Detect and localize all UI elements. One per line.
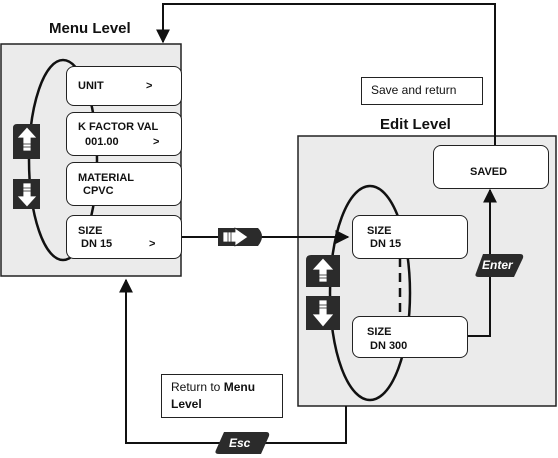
saved-box: SAVED bbox=[433, 145, 549, 189]
menu-item-value: DN 15 bbox=[81, 238, 113, 250]
edit-option-value: DN 15 bbox=[370, 238, 402, 250]
return-note-prefix: Return to bbox=[171, 380, 224, 394]
menu-item-material[interactable]: MATERIAL CPVC bbox=[66, 162, 182, 206]
edit-option-value: DN 300 bbox=[370, 340, 408, 352]
edit-option-label: SIZE bbox=[367, 326, 392, 338]
edit-option-dn15[interactable]: SIZE DN 15 bbox=[352, 215, 468, 259]
saved-label: SAVED bbox=[470, 166, 508, 178]
menu-item-value: 001.00 bbox=[85, 136, 119, 148]
menu-item-k-factor[interactable]: K FACTOR VAL 001.00 > bbox=[66, 112, 182, 156]
menu-item-size[interactable]: SIZE DN 15 > bbox=[66, 215, 182, 259]
esc-key-icon[interactable] bbox=[215, 432, 270, 454]
edit-option-label: SIZE bbox=[367, 225, 392, 237]
return-note-line2: Level bbox=[171, 397, 202, 411]
menu-item-label: K FACTOR VAL bbox=[78, 121, 159, 133]
save-and-return-note: Save and return bbox=[361, 77, 483, 105]
menu-item-label: SIZE bbox=[78, 225, 103, 237]
return-note-line1: Return to Menu bbox=[171, 380, 255, 395]
down-arrow-key-icon[interactable] bbox=[306, 296, 340, 330]
chevron-right-icon: > bbox=[153, 136, 160, 148]
menu-item-value: CPVC bbox=[83, 185, 114, 197]
edit-option-dn300[interactable]: SIZE DN 300 bbox=[352, 316, 468, 358]
return-note-bold: Menu bbox=[223, 380, 256, 394]
esc-key-label: Esc bbox=[229, 436, 251, 450]
menu-level-title: Menu Level bbox=[49, 20, 131, 37]
enter-key-icon[interactable] bbox=[475, 254, 524, 277]
chevron-right-icon: > bbox=[146, 80, 153, 92]
edit-cycle-ellipse bbox=[328, 184, 412, 402]
up-arrow-key-icon[interactable] bbox=[13, 124, 40, 159]
arrow-to-saved bbox=[466, 188, 497, 337]
menu-cycle-ellipse bbox=[27, 58, 99, 262]
menu-item-label: UNIT bbox=[78, 80, 104, 92]
return-to-menu-note: Return to Menu Level bbox=[161, 374, 283, 418]
up-arrow-key-icon[interactable] bbox=[306, 255, 340, 287]
down-arrow-key-icon[interactable] bbox=[13, 179, 40, 209]
menu-item-label: MATERIAL bbox=[78, 172, 135, 184]
right-arrow-key-icon[interactable] bbox=[218, 227, 262, 247]
menu-item-unit[interactable]: UNIT > bbox=[66, 66, 182, 106]
chevron-right-icon: > bbox=[149, 238, 156, 250]
arrow-back-to-menu-top bbox=[156, 3, 496, 145]
edit-level-title: Edit Level bbox=[380, 116, 451, 133]
enter-key-label: Enter bbox=[482, 258, 513, 272]
save-and-return-text: Save and return bbox=[371, 83, 457, 97]
